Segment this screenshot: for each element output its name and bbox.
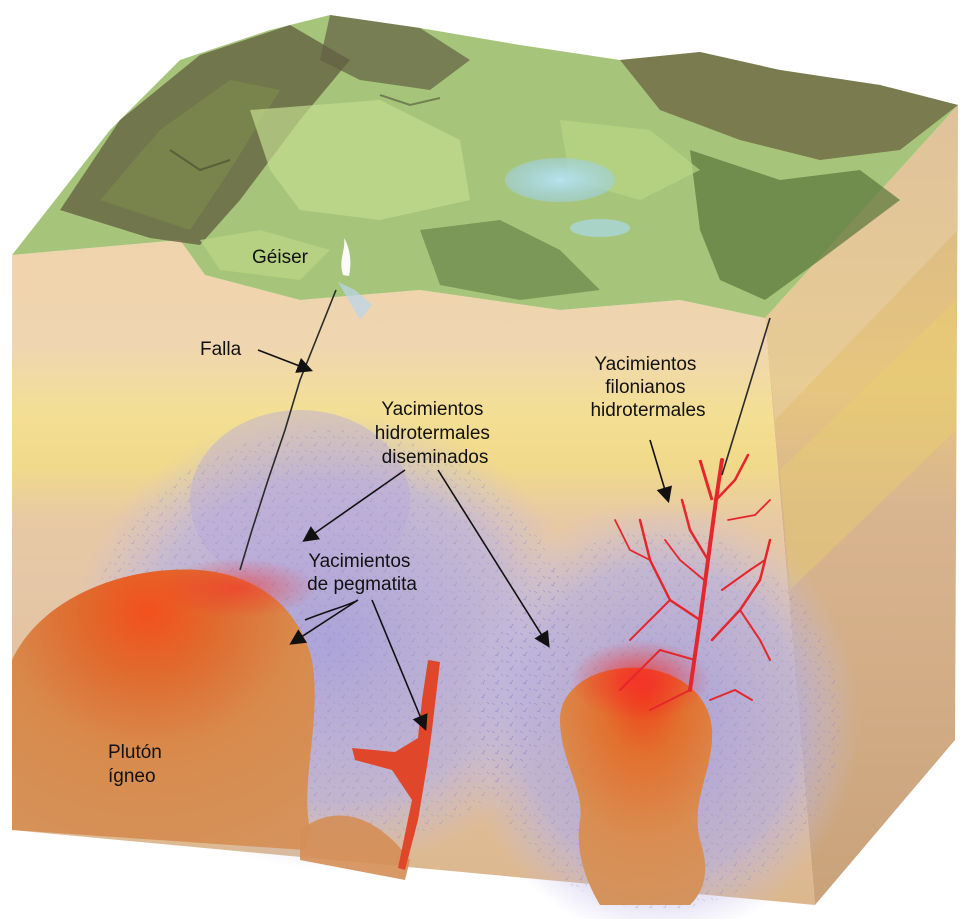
label-disseminated-deposits: Yacimientos hidrotermales diseminados — [375, 399, 495, 468]
lake — [505, 158, 615, 202]
label-vein-deposits: Yacimientos filonianos hidrotermales — [590, 354, 705, 421]
label-geyser: Géiser — [252, 247, 309, 268]
label-fault: Falla — [200, 339, 242, 360]
